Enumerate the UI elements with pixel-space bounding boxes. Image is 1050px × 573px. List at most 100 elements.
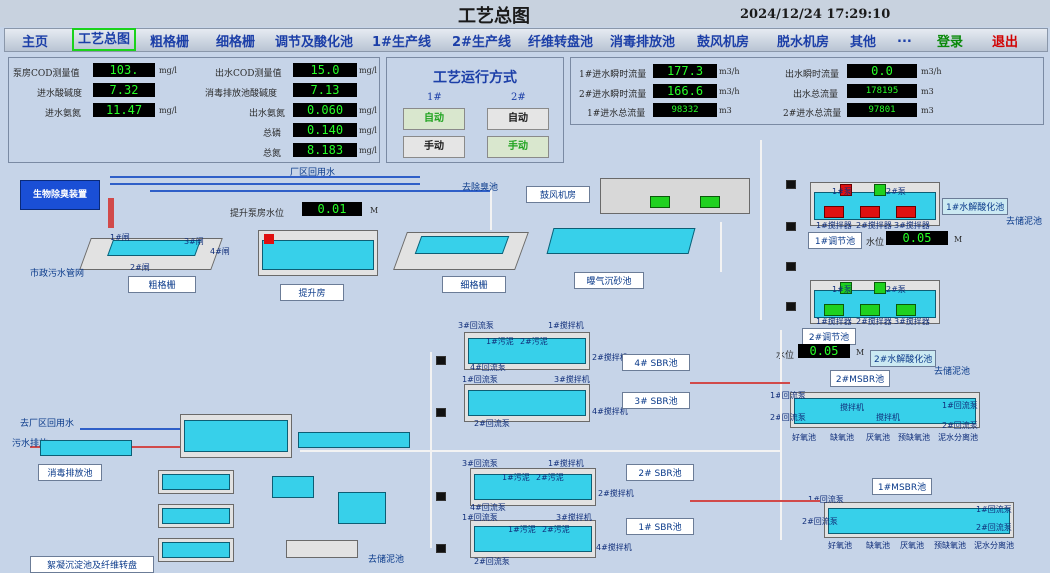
nav-coarse-screen[interactable]: 粗格栅 bbox=[150, 35, 190, 50]
aeration-grit-label[interactable]: 曝气沉砂池 bbox=[574, 272, 644, 289]
title-bar: 工艺总图 2024/12/24 17:29:10 bbox=[0, 0, 1050, 27]
sbr-1-label[interactable]: 1# SBR池 bbox=[626, 518, 694, 535]
lift-station-label[interactable]: 提升房 bbox=[280, 284, 344, 301]
mixer-3[interactable] bbox=[896, 206, 916, 218]
mixer-label: 1#搅拌机 bbox=[548, 459, 584, 468]
nav-other[interactable]: 其他 bbox=[850, 35, 877, 50]
zone-label: 预缺氧池 bbox=[898, 433, 930, 442]
nav-logout[interactable]: 退出 bbox=[992, 35, 1019, 50]
flow-panel: 1#进水瞬时流量 177.3 m3/h 出水瞬时流量 0.0 m3/h 2#进水… bbox=[570, 57, 1044, 125]
nav-disinfection[interactable]: 消毒排放池 bbox=[610, 35, 676, 50]
label-total-n: 总氮 bbox=[263, 149, 282, 159]
value-inlet2-total: 97801 bbox=[847, 103, 917, 117]
nav-more[interactable]: ... bbox=[897, 31, 912, 46]
reg-tank-2-label[interactable]: 2#调节池 bbox=[802, 328, 856, 345]
line2-auto-button[interactable]: 自动 bbox=[487, 108, 549, 130]
valve[interactable] bbox=[786, 222, 796, 231]
sbr-4-label[interactable]: 4# SBR池 bbox=[622, 354, 690, 371]
reg-tank-1-label[interactable]: 1#调节池 bbox=[808, 232, 862, 249]
nav-fiber-disc[interactable]: 纤维转盘池 bbox=[528, 35, 594, 50]
to-sludge-label: 去储泥池 bbox=[1006, 217, 1043, 227]
fiber-disc-unit[interactable] bbox=[338, 492, 386, 524]
mixer-2[interactable] bbox=[860, 304, 880, 316]
nav-line-2[interactable]: 2#生产线 bbox=[452, 35, 511, 50]
mixer-label: 2#搅拌器 bbox=[856, 317, 892, 326]
return-pump-label: 2#回流泵 bbox=[770, 413, 806, 422]
gate-label: 2#闸 bbox=[130, 263, 150, 272]
msbr-2-label[interactable]: 2#MSBR池 bbox=[830, 370, 890, 387]
coarse-screen-label[interactable]: 粗格栅 bbox=[128, 276, 196, 293]
fiber-disc-unit[interactable] bbox=[272, 476, 314, 498]
return-pump-label: 2#回流泵 bbox=[474, 419, 510, 428]
line1-manual-button[interactable]: 手动 bbox=[403, 136, 465, 158]
datetime: 2024/12/24 17:29:10 bbox=[740, 7, 891, 22]
pump-1-status[interactable] bbox=[840, 184, 852, 196]
bio-deodor-unit[interactable]: 生物除臭装置 bbox=[20, 180, 100, 210]
fine-screen-label[interactable]: 细格栅 bbox=[442, 276, 506, 293]
valve[interactable] bbox=[436, 408, 446, 417]
blower-room[interactable] bbox=[600, 178, 750, 214]
label-inlet-ph: 进水酸碱度 bbox=[37, 89, 83, 99]
blower-motor[interactable] bbox=[650, 196, 670, 208]
valve[interactable] bbox=[786, 262, 796, 271]
mixer-1[interactable] bbox=[824, 304, 844, 316]
return-pump-label: 4#回流泵 bbox=[470, 503, 506, 512]
disinfection-tank[interactable] bbox=[40, 440, 132, 456]
valve[interactable] bbox=[786, 180, 796, 189]
sbr-1-water bbox=[474, 526, 592, 552]
mixer-2[interactable] bbox=[860, 206, 880, 218]
pump-2-status[interactable] bbox=[874, 282, 886, 294]
label-inlet1-total: 1#进水总流量 bbox=[587, 109, 646, 119]
nav-line-1[interactable]: 1#生产线 bbox=[372, 35, 431, 50]
level-unit: M bbox=[856, 348, 865, 357]
return-pump-label: 1#回流泵 bbox=[462, 513, 498, 522]
main-pipe bbox=[760, 140, 762, 320]
blower-motor[interactable] bbox=[700, 196, 720, 208]
hydrolysis-tank-1[interactable]: 1#水解酸化池 bbox=[942, 198, 1008, 215]
valve[interactable] bbox=[436, 544, 446, 553]
pump-2-status[interactable] bbox=[874, 184, 886, 196]
lift-level-label: 提升泵房水位 bbox=[230, 209, 285, 219]
coag-label[interactable]: 絮凝沉淀池及纤维转盘 bbox=[30, 556, 154, 573]
nav-process-overview[interactable]: 工艺总图 bbox=[72, 28, 137, 51]
valve[interactable] bbox=[436, 492, 446, 501]
mixer-3[interactable] bbox=[896, 304, 916, 316]
value-outlet-cod: 15.0 bbox=[293, 63, 357, 77]
zone-label: 泥水分离池 bbox=[974, 541, 1014, 550]
disinfection-label[interactable]: 消毒排放池 bbox=[38, 464, 102, 481]
nav-dewatering[interactable]: 脱水机房 bbox=[777, 35, 830, 50]
sbr-4-water bbox=[468, 338, 586, 364]
effluent-pipe bbox=[300, 450, 780, 452]
zone-label: 厌氧池 bbox=[866, 433, 890, 442]
mode-title: 工艺运行方式 bbox=[433, 70, 517, 86]
value-outlet-total: 178195 bbox=[847, 84, 917, 98]
stirrer-label: 搅拌机 bbox=[876, 413, 900, 422]
nav-login[interactable]: 登录 bbox=[937, 35, 964, 50]
nav-home[interactable]: 主页 bbox=[22, 35, 49, 50]
coag-tank-1-water bbox=[162, 474, 230, 490]
line2-manual-button[interactable]: 手动 bbox=[487, 136, 549, 158]
nav-fine-screen[interactable]: 细格栅 bbox=[216, 35, 256, 50]
sbr-3-label[interactable]: 3# SBR池 bbox=[622, 392, 690, 409]
to-sludge-label: 去储泥池 bbox=[368, 555, 405, 565]
valve[interactable] bbox=[786, 302, 796, 311]
aeration-grit-tank[interactable] bbox=[546, 228, 696, 254]
line1-auto-button[interactable]: 自动 bbox=[403, 108, 465, 130]
sbr-2-label[interactable]: 2# SBR池 bbox=[626, 464, 694, 481]
unit: m3/h bbox=[719, 87, 740, 96]
page-title: 工艺总图 bbox=[458, 6, 530, 27]
pump-1-status[interactable] bbox=[840, 282, 852, 294]
mixer-label: 3#搅拌机 bbox=[554, 375, 590, 384]
msbr-1-label[interactable]: 1#MSBR池 bbox=[872, 478, 932, 495]
label-disinfect-ph: 消毒排放池酸碱度 bbox=[205, 89, 278, 99]
sludge-pump-label: 2#污泥 bbox=[536, 473, 564, 482]
reuse-water-pipe bbox=[110, 176, 420, 178]
value-outlet-flow: 0.0 bbox=[847, 64, 917, 78]
mixer-1[interactable] bbox=[824, 206, 844, 218]
nav-blower-room[interactable]: 鼓风机房 bbox=[697, 35, 750, 50]
nav-regulation-acid[interactable]: 调节及酸化池 bbox=[275, 35, 354, 50]
hydrolysis-tank-2[interactable]: 2#水解酸化池 bbox=[870, 350, 936, 367]
blower-room-label[interactable]: 鼓风机房 bbox=[526, 186, 590, 203]
valve[interactable] bbox=[436, 356, 446, 365]
return-pump-label: 4#回流泵 bbox=[470, 363, 506, 372]
